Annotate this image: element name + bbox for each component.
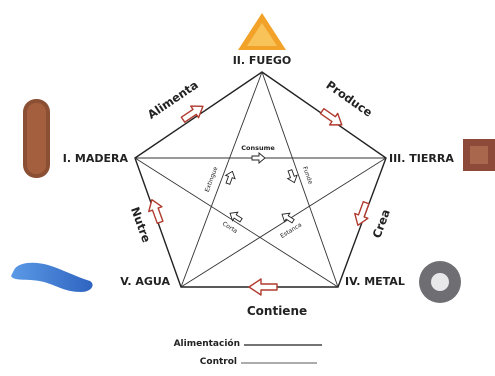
fire-triangle-inner — [247, 23, 277, 46]
label-tierra: III. TIERRA — [389, 152, 454, 165]
arrow-funde — [286, 169, 298, 184]
legend-control-label: Control — [200, 357, 237, 367]
arrow-nutre — [148, 199, 164, 225]
star-lines — [134, 71, 387, 288]
arrow-estanca — [281, 212, 295, 224]
label-crea: Crea — [370, 207, 393, 240]
arrow-extingue — [224, 170, 236, 185]
earth-square-inner — [470, 146, 488, 164]
metal-ring-hole — [431, 273, 449, 291]
arrow-produce — [319, 107, 343, 126]
label-metal: IV. METAL — [345, 275, 405, 288]
label-fuego: II. FUEGO — [233, 54, 292, 67]
label-madera: I. MADERA — [63, 152, 129, 165]
label-extingue: Extingue — [204, 166, 220, 194]
label-agua: V. AGUA — [120, 275, 170, 288]
legend-alimentacion-label: Alimentación — [174, 338, 240, 349]
arrow-contiene — [248, 278, 278, 296]
wood-bar-highlight — [27, 103, 46, 174]
label-contiene: Contiene — [247, 304, 307, 318]
label-consume: Consume — [241, 144, 275, 152]
label-estanca: Estanca — [279, 221, 303, 240]
water-drop-icon — [11, 262, 93, 292]
legend: Alimentación Control — [174, 338, 322, 367]
label-funde: Funde — [301, 166, 314, 186]
arrow-corta — [229, 211, 243, 223]
arrow-consume — [251, 152, 266, 164]
arrow-alimenta — [180, 105, 204, 123]
arrow-crea — [354, 200, 370, 226]
